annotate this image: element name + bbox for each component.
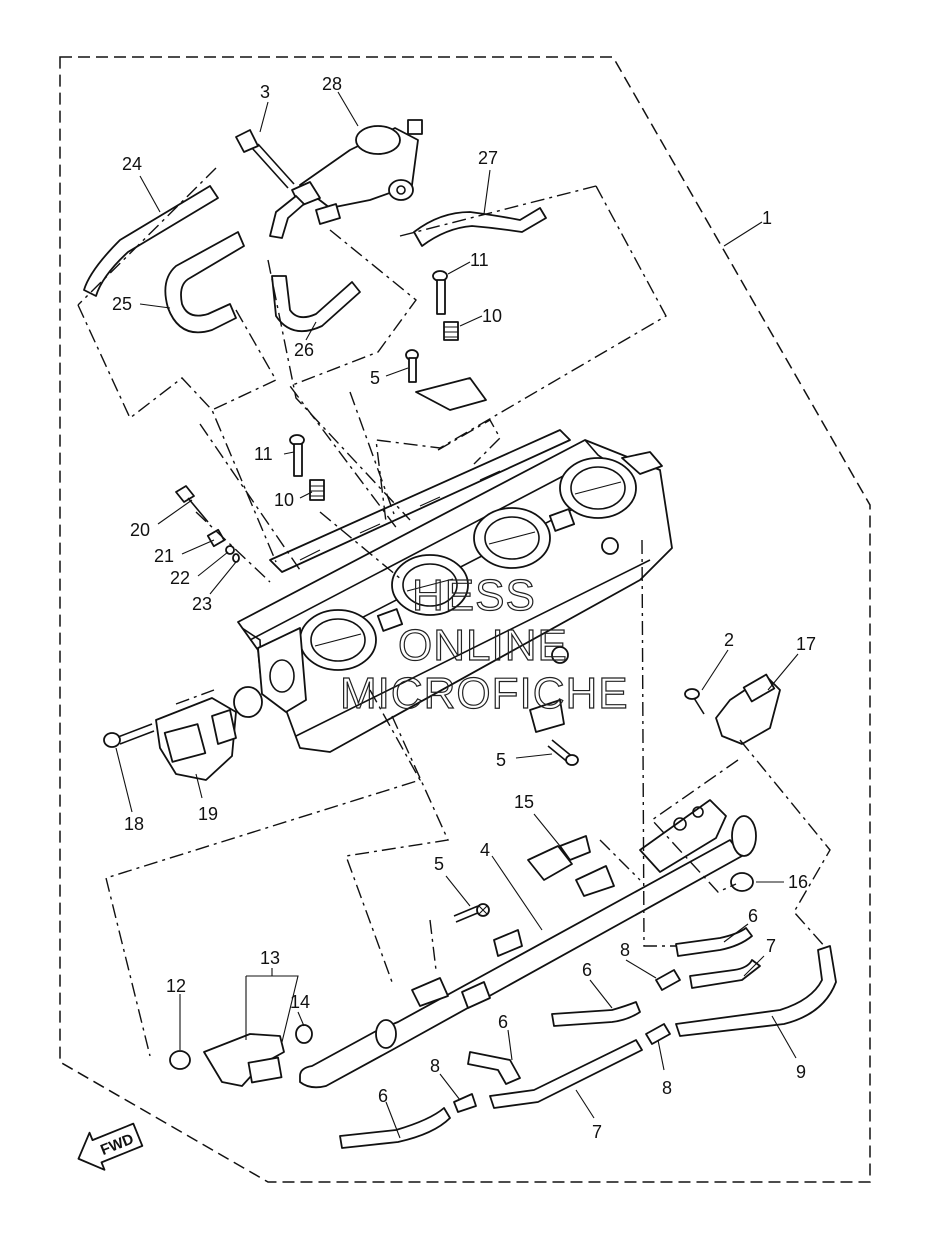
hose-26: [271, 275, 361, 333]
spring-21: [206, 528, 226, 548]
callout-22: 22: [170, 568, 190, 588]
callout-28: 28: [322, 74, 342, 94]
callout-5b: 5: [496, 750, 506, 770]
screw-5-top: [405, 349, 419, 383]
callout-6d: 6: [378, 1086, 388, 1106]
throttle-body-assembly: [237, 429, 673, 753]
throttle-bore-3: [473, 507, 551, 569]
callout-10b: 10: [274, 490, 294, 510]
callout-5a: 5: [370, 368, 380, 388]
o-ring-23: [232, 553, 240, 563]
assembly-boundary: [59, 56, 871, 1183]
callout-13: 13: [260, 948, 280, 968]
spring-10-left: [309, 479, 325, 501]
hose-6a: [675, 927, 753, 957]
cap-16: [730, 872, 754, 892]
callout-12: 12: [166, 976, 186, 996]
hose-25: [164, 231, 245, 334]
callout-20: 20: [130, 520, 150, 540]
callout-10a: 10: [482, 306, 502, 326]
watermark: HESS ONLINE MICROFICHE: [339, 570, 629, 718]
callout-8a: 8: [620, 940, 630, 960]
screw-11-top: [432, 270, 448, 315]
callout-21: 21: [154, 546, 174, 566]
callout-6b: 6: [582, 960, 592, 980]
hose-7b: [489, 1039, 643, 1109]
hose-7a: [689, 959, 761, 989]
callout-23: 23: [192, 594, 212, 614]
throttle-position-sensor: [155, 697, 237, 781]
callout-11b: 11: [254, 444, 273, 464]
bracket-top: [415, 377, 487, 411]
callout-7a: 7: [766, 936, 776, 956]
callout-6a: 6: [748, 906, 758, 926]
forward-arrow-icon: FWD: [77, 1122, 144, 1171]
callout-8b: 8: [662, 1078, 672, 1098]
throttle-bore-2: [391, 554, 469, 616]
spring-10-top: [443, 321, 459, 341]
hose-6b: [551, 1001, 641, 1027]
throttle-bore-1: [299, 609, 377, 671]
hose-small: [269, 195, 305, 239]
watermark-line-2: ONLINE: [398, 621, 568, 670]
callout-7b: 7: [592, 1122, 602, 1142]
callout-17: 17: [796, 634, 816, 654]
pressure-sensor-17: [715, 673, 781, 745]
o-ring-14: [295, 1024, 313, 1044]
callout-1: 1: [762, 208, 772, 228]
callout-27: 27: [478, 148, 498, 168]
hose-24: [83, 185, 219, 297]
callout-18: 18: [124, 814, 144, 834]
callout-9: 9: [796, 1062, 806, 1082]
callout-26: 26: [294, 340, 314, 360]
throttle-bore-4: [559, 451, 663, 519]
callout-6c: 6: [498, 1012, 508, 1032]
hose-6c: [467, 1051, 521, 1085]
callout-8c: 8: [430, 1056, 440, 1076]
joint-8b: [645, 1023, 671, 1045]
o-ring-tps: [233, 686, 263, 718]
seal-12: [169, 1050, 191, 1070]
hose-6d: [339, 1107, 451, 1149]
fuel-rail: [299, 799, 757, 1089]
watermark-line-1: HESS: [412, 571, 536, 620]
watermark-line-3: MICROFICHE: [340, 669, 629, 718]
callout-25: 25: [112, 294, 132, 314]
callout-16: 16: [788, 872, 808, 892]
callout-19: 19: [198, 804, 218, 824]
temperature-sensor-15: [527, 835, 591, 881]
callout-15: 15: [514, 792, 534, 812]
hose-27: [413, 207, 547, 247]
injector-13: [203, 1033, 285, 1087]
bracket-mid: [529, 699, 565, 733]
callout-2: 2: [724, 630, 734, 650]
bolt-3: [235, 129, 295, 189]
callout-14: 14: [290, 992, 310, 1012]
isc-valve: [291, 119, 423, 225]
callout-24: 24: [122, 154, 142, 174]
screw-5-mid: [547, 739, 579, 766]
screw-11-left: [289, 434, 305, 477]
screw-18: [103, 723, 155, 748]
callout-11a: 11: [470, 250, 489, 270]
callout-3: 3: [260, 82, 270, 102]
callout-5c: 5: [434, 854, 444, 874]
joint-8c: [453, 1093, 477, 1113]
assembly-leaders: [77, 167, 831, 1057]
hose-9: [675, 945, 837, 1037]
callout-labels: 1 2 3 4 5 5 5 6 6 6 6 7 7 8 8 8 9 10 10 …: [112, 74, 816, 1142]
screw-5-low: [453, 903, 490, 923]
callout-leaders: [115, 91, 799, 1139]
callout-4: 4: [480, 840, 490, 860]
pilot-screw-20: [175, 485, 209, 523]
screw-2: [684, 688, 705, 715]
joint-8a: [655, 969, 681, 991]
